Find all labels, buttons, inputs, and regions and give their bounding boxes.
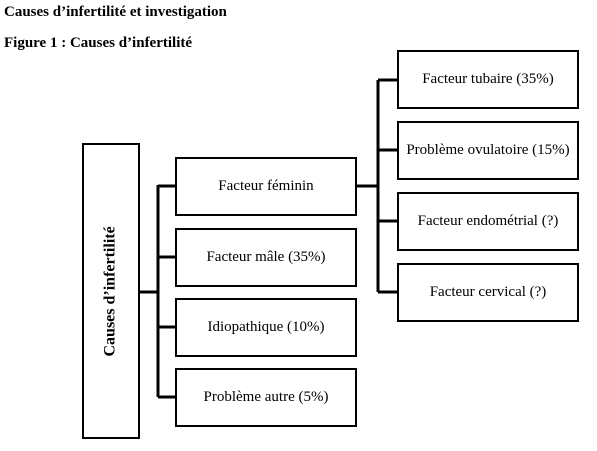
category-node-female: Facteur féminin <box>175 157 357 216</box>
category-node-male: Facteur mâle (35%) <box>175 228 357 287</box>
root-node-label: Causes d’infertilité <box>101 225 119 357</box>
page-heading: Causes d’infertilité et investigation <box>4 4 227 20</box>
subfactor-node-tubal: Facteur tubaire (35%) <box>397 50 579 109</box>
subfactor-node-ovulatory: Problème ovulatoire (15%) <box>397 121 579 180</box>
figure-title: Figure 1 : Causes d’infertilité <box>4 35 193 51</box>
category-node-other: Problème autre (5%) <box>175 368 357 427</box>
category-node-idiopathic: Idiopathique (10%) <box>175 298 357 357</box>
subfactor-node-cervical: Facteur cervical (?) <box>397 263 579 322</box>
subfactor-node-endometrial: Facteur endométrial (?) <box>397 192 579 251</box>
root-node: Causes d’infertilité <box>82 143 140 439</box>
